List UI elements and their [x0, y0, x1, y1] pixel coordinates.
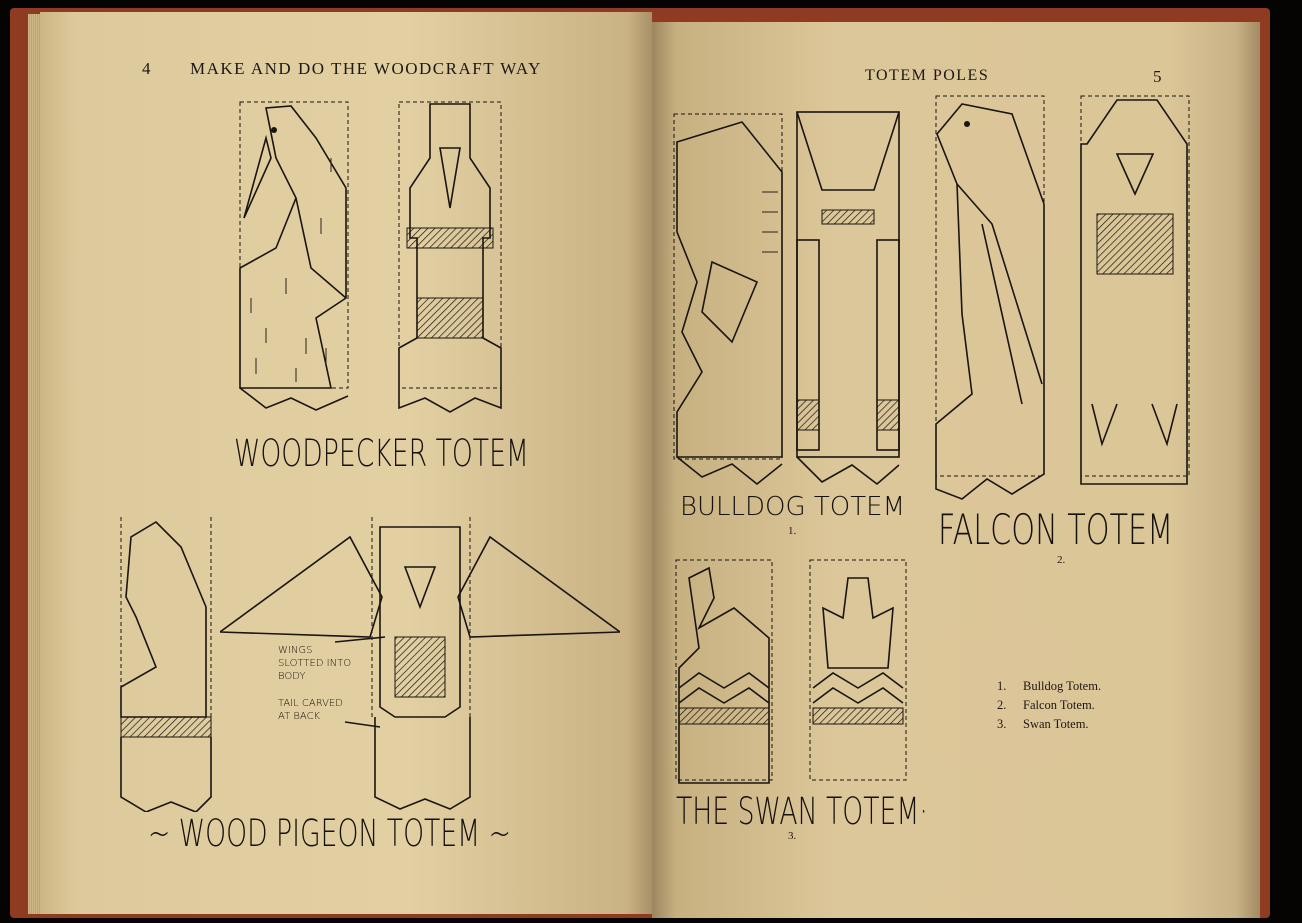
bulldog-figure-number: 1. — [788, 525, 797, 537]
woodpecker-totem-caption: WOODPECKER TOTEM — [234, 432, 529, 475]
woodpecker-totem-side-illustration — [239, 101, 349, 411]
figure-legend: 1.Bulldog Totem. 2.Falcon Totem. 3.Swan … — [997, 677, 1101, 734]
legend-item: 2.Falcon Totem. — [997, 698, 1095, 712]
page-number-left: 4 — [142, 59, 152, 78]
bulldog-totem-caption: BULLDOG TOTEM — [680, 492, 906, 522]
legend-item: 1.Bulldog Totem. — [997, 679, 1102, 693]
wood-pigeon-totem-front-illustration — [220, 517, 620, 810]
page-number-right: 5 — [1153, 67, 1163, 86]
swan-totem-side-illustration — [675, 559, 773, 784]
right-page: TOTEM POLES 5 BULLDOG TOTEM 1. — [652, 22, 1260, 918]
legend-item: 3.Swan Totem. — [997, 717, 1089, 731]
running-head-left: MAKE AND DO THE WOODCRAFT WAY — [190, 59, 542, 78]
falcon-totem-side-illustration — [935, 95, 1045, 500]
wings-slotted-note: WINGS SLOTTED INTO BODY — [278, 645, 352, 682]
falcon-totem-caption: FALCON TOTEM — [938, 505, 1174, 554]
running-head-right: TOTEM POLES — [865, 67, 990, 84]
swan-figure-number: 3. — [788, 830, 797, 842]
falcon-figure-number: 2. — [1057, 554, 1066, 566]
tail-carved-note: TAIL CARVED AT BACK — [278, 698, 343, 722]
wood-pigeon-totem-caption: ~ WOOD PIGEON TOTEM ~ — [148, 812, 511, 855]
bulldog-totem-front-illustration — [796, 111, 900, 486]
page-edges — [28, 14, 40, 914]
swan-totem-caption: THE SWAN TOTEM· — [676, 790, 928, 833]
left-page: 4 MAKE AND DO THE WOODCRAFT WAY WOODPECK… — [40, 12, 652, 914]
bulldog-totem-side-illustration — [673, 113, 783, 486]
falcon-totem-front-illustration — [1080, 95, 1190, 485]
woodpecker-totem-front-illustration — [398, 101, 502, 413]
swan-totem-front-illustration — [809, 559, 907, 781]
wood-pigeon-totem-side-illustration — [120, 517, 212, 812]
